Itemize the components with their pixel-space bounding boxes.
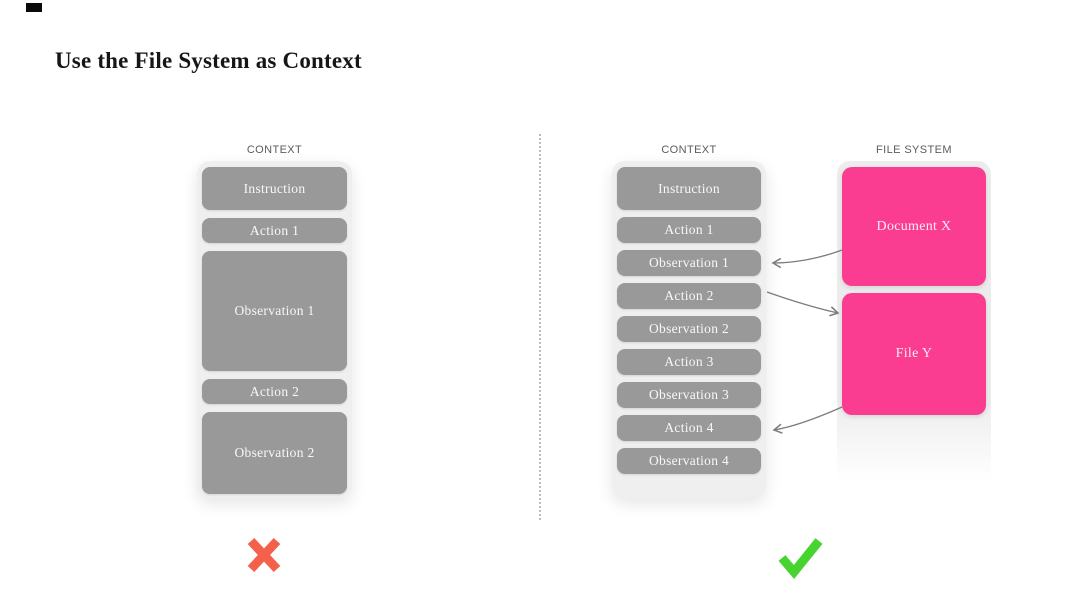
right-box-action-4: Action 4 <box>617 415 761 441</box>
left-context-panel: Instruction Action 1 Observation 1 Actio… <box>197 161 352 498</box>
cross-icon <box>247 537 281 573</box>
right-box-observation-4: Observation 4 <box>617 448 761 474</box>
left-context-label: CONTEXT <box>246 144 303 156</box>
right-box-action-2: Action 2 <box>617 283 761 309</box>
left-box-instruction: Instruction <box>202 167 347 210</box>
arrow-filey-to-action4 <box>774 406 843 430</box>
left-box-action-1: Action 1 <box>202 218 347 243</box>
right-box-action-3: Action 3 <box>617 349 761 375</box>
corner-mark <box>26 3 42 12</box>
right-context-label: CONTEXT <box>661 144 717 156</box>
arrow-action2-to-filey <box>766 291 838 313</box>
check-icon <box>778 538 823 580</box>
right-box-observation-3: Observation 3 <box>617 382 761 408</box>
left-box-observation-1: Observation 1 <box>202 251 347 371</box>
right-box-action-1: Action 1 <box>617 217 761 243</box>
right-box-observation-1: Observation 1 <box>617 250 761 276</box>
right-context-panel: Instruction Action 1 Observation 1 Actio… <box>612 161 766 498</box>
file-system-label: FILE SYSTEM <box>876 144 952 156</box>
left-box-observation-2: Observation 2 <box>202 412 347 494</box>
arrow-documentx-to-observation1 <box>773 249 843 263</box>
file-system-box-file-y: File Y <box>842 293 986 415</box>
right-box-instruction: Instruction <box>617 167 761 210</box>
page-title: Use the File System as Context <box>55 48 362 73</box>
file-system-box-document-x: Document X <box>842 167 986 286</box>
file-system-panel: Document X File Y <box>837 161 991 491</box>
vertical-dotted-divider <box>539 134 541 520</box>
right-box-observation-2: Observation 2 <box>617 316 761 342</box>
left-box-action-2: Action 2 <box>202 379 347 404</box>
